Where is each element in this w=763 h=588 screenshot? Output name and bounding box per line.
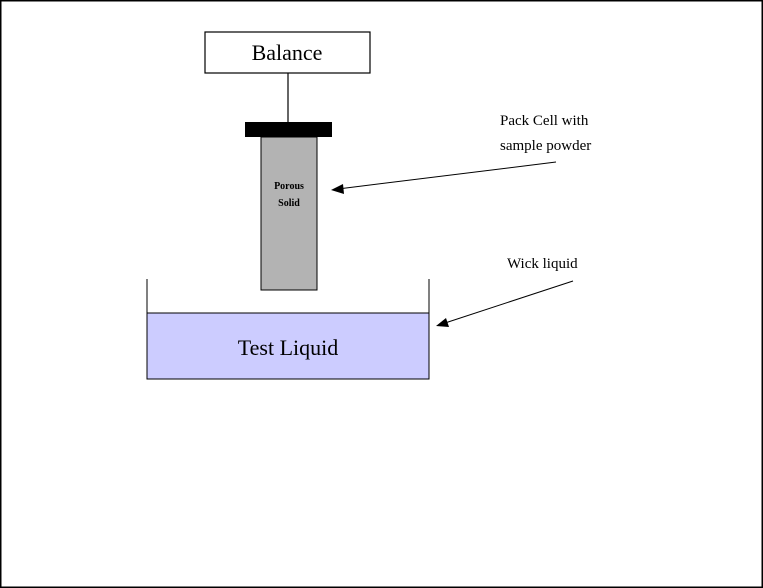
wick-liquid-arrowhead xyxy=(436,318,449,327)
pack-cell-label-line2: sample powder xyxy=(500,138,591,154)
balance-label: Balance xyxy=(252,40,323,65)
test-liquid xyxy=(146,312,430,380)
pack-cell-arrowhead xyxy=(331,184,344,194)
balance-box xyxy=(204,31,371,74)
test-liquid-label: Test Liquid xyxy=(238,335,339,360)
pack-cell-label-line1: Pack Cell with xyxy=(500,113,589,129)
porous-label-line1: Porous xyxy=(274,181,304,192)
pack-cell xyxy=(260,136,318,291)
pack-cell-arrow-line xyxy=(337,161,557,190)
wick-liquid-label: Wick liquid xyxy=(507,256,578,272)
cell-cap xyxy=(245,122,332,137)
porous-label-line2: Solid xyxy=(278,198,300,209)
wick-liquid-arrow-line xyxy=(441,280,574,325)
